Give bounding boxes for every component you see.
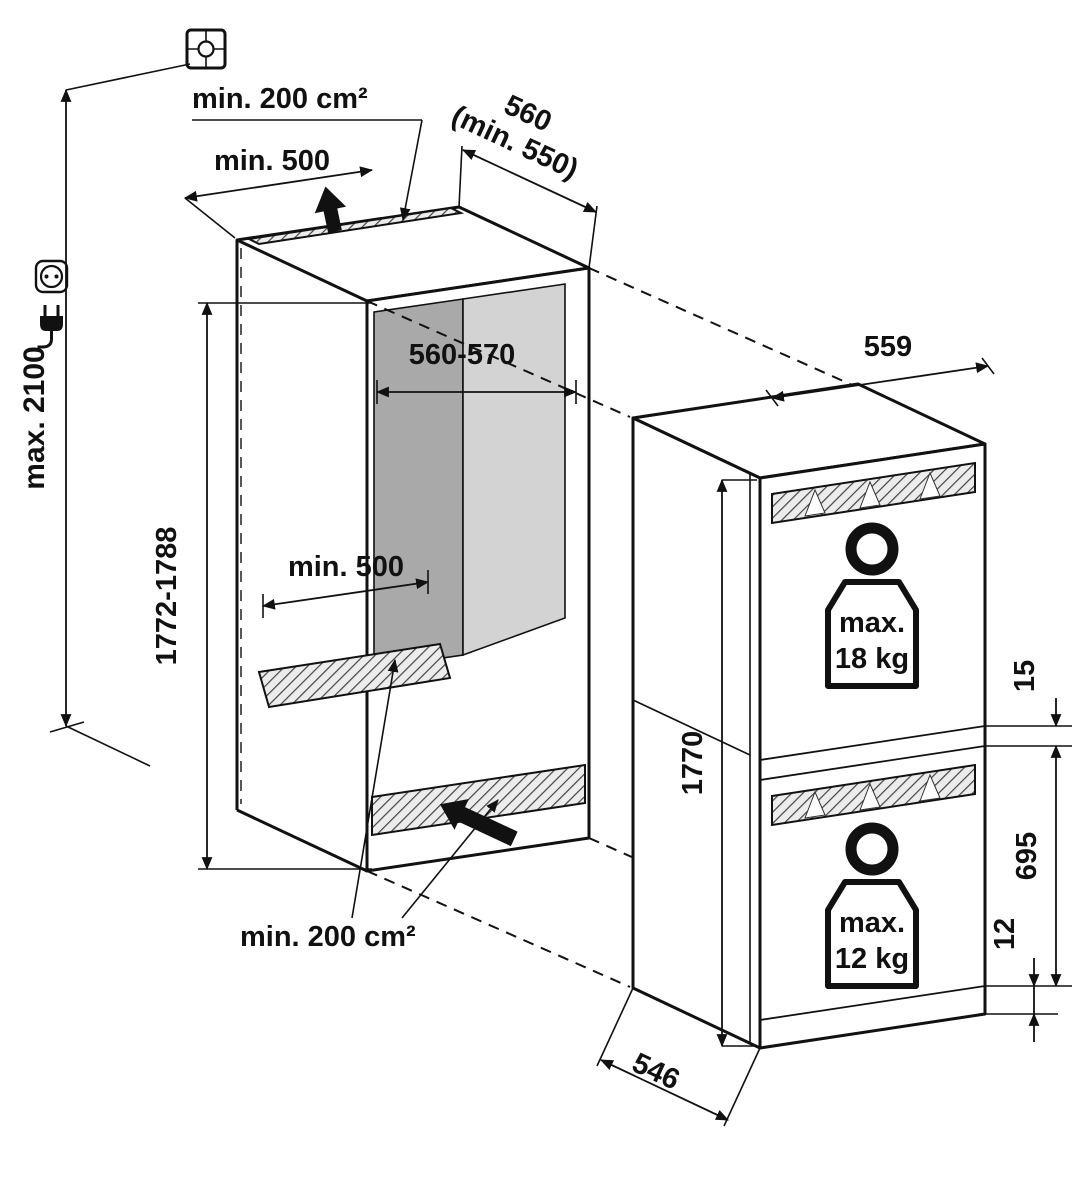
label-upper-weight-2: 18 kg — [835, 643, 909, 675]
plug-body — [40, 316, 63, 331]
upper-door-bottom-edge — [759, 725, 986, 761]
dim-top-vent-area: min. 200 cm² — [192, 83, 423, 222]
dim-extension — [458, 145, 463, 208]
dim-extension — [596, 987, 634, 1067]
floor-vent-strip — [257, 642, 452, 709]
leader-line — [351, 658, 399, 919]
niche-cabinet — [235, 205, 591, 873]
socket-icon — [34, 259, 69, 294]
label-top-vent-area: min. 200 cm² — [192, 83, 368, 115]
weight-handle — [845, 822, 899, 876]
projection-line-top-left — [366, 300, 631, 418]
label-bottom-vent-area: min. 200 cm² — [240, 921, 416, 953]
label-top-hinge-gap: 15 — [1009, 660, 1041, 692]
dim-line — [183, 166, 374, 202]
junction-box-leader — [65, 63, 191, 91]
socket-well — [39, 264, 64, 289]
dim-max-height: max. 2100 — [18, 88, 151, 767]
dim-floor-clearance: min. 500 — [261, 551, 430, 618]
dim-extension — [184, 197, 236, 239]
lower-door-top-edge — [759, 745, 986, 781]
dim-extension — [588, 205, 598, 269]
socket-pin-left — [44, 274, 49, 279]
label-lower-door-height: 695 — [1011, 832, 1043, 880]
dim-line — [462, 149, 597, 213]
dim-extension — [65, 725, 151, 767]
label-top-clearance: min. 500 — [214, 145, 330, 177]
junction-box-icon — [65, 28, 227, 91]
dim-tick — [981, 357, 995, 375]
grip-chevron — [859, 782, 881, 811]
dim-appliance-height: 1770 — [677, 478, 757, 1048]
dim-line — [770, 362, 990, 402]
niche-bottom-left-edge — [236, 808, 368, 873]
socket-pin-right — [54, 274, 59, 279]
leader-line — [399, 119, 423, 222]
dim-niche-width: 560-570 — [375, 339, 578, 404]
label-bottom-gap: 12 — [989, 918, 1021, 950]
grip-chevron — [804, 488, 826, 517]
plug-cable — [37, 331, 53, 349]
dim-tick — [765, 389, 779, 407]
label-max-height: max. 2100 — [18, 346, 51, 489]
dim-line — [600, 1059, 729, 1121]
label-floor-clearance: min. 500 — [288, 551, 404, 583]
dim-appliance-width: 559 — [765, 331, 995, 407]
label-appliance-height: 1770 — [677, 731, 709, 796]
label-appliance-depth: 546 — [627, 1047, 684, 1096]
grip-chevron — [919, 471, 941, 500]
label-appliance-width: 559 — [864, 331, 912, 363]
label-niche-height: 1772-1788 — [151, 527, 183, 666]
lower-door-bottom-edge — [759, 985, 986, 1021]
label-lower-weight-2: 12 kg — [835, 943, 909, 975]
label-upper-weight-1: max. — [839, 607, 905, 639]
niche-back-wall — [462, 283, 566, 657]
grip-chevron — [859, 480, 881, 509]
weight-body — [825, 579, 919, 689]
dim-top-clearance: min. 500 — [183, 145, 374, 239]
dim-extension — [723, 1047, 761, 1127]
weight-icon-lower: max. 12 kg — [825, 822, 919, 989]
projection-line-bottom-left — [366, 870, 631, 988]
dim-right-chain: 15 695 12 — [985, 660, 1072, 1042]
weight-body — [825, 879, 919, 989]
label-niche-width: 560-570 — [409, 339, 515, 371]
side-divider-line — [632, 699, 751, 756]
plug-icon — [37, 305, 63, 349]
airflow-up-arrow-icon — [314, 186, 347, 233]
plinth-vent-strip — [371, 763, 586, 837]
grip-chevron — [804, 790, 826, 819]
slide-in-arrow-icon — [439, 798, 518, 847]
appliance: max. 18 kg max. 12 kg — [631, 382, 987, 1050]
grip-chevron — [919, 773, 941, 802]
dim-niche-height: 1772-1788 — [151, 301, 372, 871]
junction-box-circle — [197, 40, 215, 58]
label-lower-weight-1: max. — [839, 907, 905, 939]
dim-line — [261, 578, 430, 610]
weight-handle — [845, 522, 899, 576]
weight-icon-upper: max. 18 kg — [825, 522, 919, 689]
